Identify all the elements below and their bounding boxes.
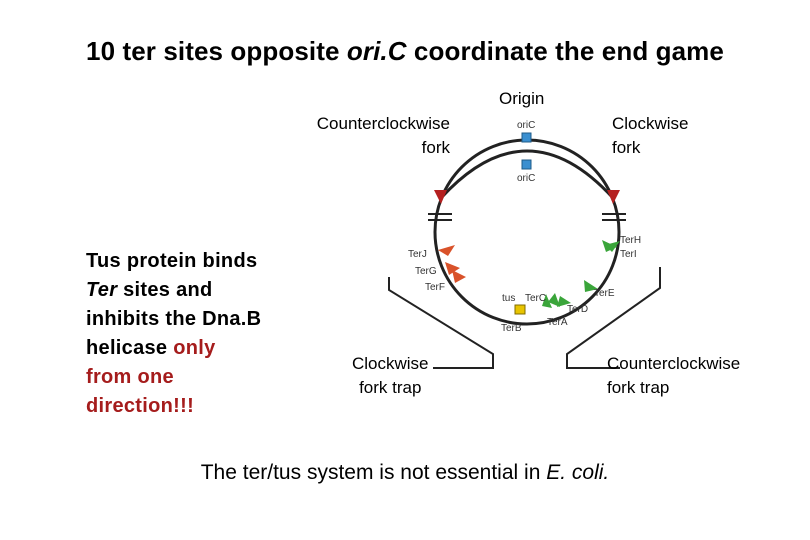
tus-line-3: inhibits the Dna.B [86,308,262,330]
ccw-trap-line-2: fork trap [607,378,670,397]
oric-top-label: oriC [517,120,535,131]
oric-top-box [521,132,532,143]
ccw-fork-label: Counterclockwise fork [304,112,450,160]
cw-trap-line-2: fork trap [359,378,422,397]
oric-bottom-label: oriC [517,173,535,184]
ter-f-label: TerF [425,282,445,293]
ccw-trap-bracket [566,267,661,369]
origin-label: Origin [499,89,545,108]
ter-g-label: TerG [415,266,437,277]
cw-fork-line-1: Clockwise [612,114,689,133]
cw-fork-arrow [607,190,620,204]
title-pre: 10 ter sites opposite [86,36,347,66]
tus-line-4: helicase only [86,334,316,363]
tus-line-1: Tus protein binds [86,250,258,272]
ccw-fork-line-1: Counterclockwise [316,114,450,133]
cw-trap-bracket [388,277,494,369]
cw-trap-line-1: Clockwise [352,354,429,373]
footer-pre: The ter/tus system is not essential in [200,461,547,484]
tus-line-6: direction!!! [86,395,195,417]
ter-h-label: TerH [620,235,641,246]
ccw-trap-line-1: Counterclockwise [607,354,741,373]
tus-line-2: Ter sites and [86,276,316,305]
tus-line-5: from one [86,366,174,388]
footer-ecoli: E. coli. [546,461,610,484]
cw-fork-line-2: fork [612,138,641,157]
tus-line-4-pre: helicase [86,337,174,359]
cw-ter-sites [542,240,620,308]
cw-fork-label: Clockwise fork [612,112,689,160]
tus-only-highlight: only [173,337,216,359]
tus-gene-label: tus [502,293,515,304]
tus-ter-italic: Ter [86,279,118,301]
tus-description: Tus protein binds Ter sites and inhibits… [86,247,316,421]
ter-i-label: TerI [620,249,637,260]
cw-trap-label: Clockwise fork trap [352,352,429,400]
replicated-arc [439,149,615,200]
ccw-trap-barrier [428,213,452,221]
ccw-trap-label: Counterclockwise fork trap [607,352,740,400]
ccw-fork-line-2: fork [421,138,450,157]
ccw-fork-arrow [434,190,447,204]
title-post: coordinate the end game [406,36,724,66]
title-oric: ori.C [346,36,407,66]
ter-d-label: TerD [567,304,588,315]
ter-c-label: TerC [525,293,546,304]
tus-line-2-rest: sites and [117,279,213,301]
footer-note: The ter/tus system is not essential in E… [0,461,810,485]
ter-j-label: TerJ [408,249,427,260]
ccw-ter-sites [438,245,466,283]
cw-trap-barrier [602,213,626,221]
tus-gene-box [514,304,526,315]
ter-b-label: TerB [501,323,522,334]
ter-e-label: TerE [594,288,615,299]
oric-bottom-box [521,159,532,170]
ter-a-label: TerA [547,317,568,328]
slide-title: 10 ter sites opposite ori.C coordinate t… [0,36,810,67]
